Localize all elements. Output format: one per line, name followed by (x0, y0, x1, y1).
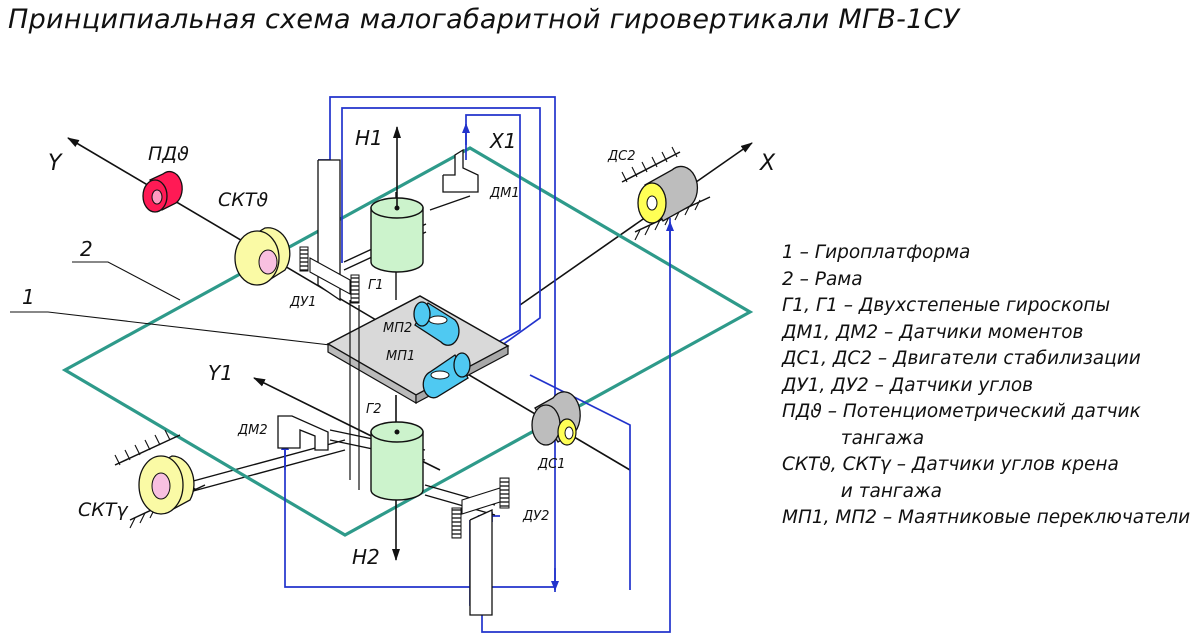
legend-item: ДУ1, ДУ2 – Датчики углов (782, 374, 1034, 396)
label-axis-h2: Н2 (352, 545, 380, 569)
label-callout-1: 1 (22, 285, 35, 309)
resolver-skt-pitch (234, 227, 291, 286)
motor-ds2 (621, 146, 711, 241)
legend-item: тангажа (782, 427, 925, 449)
label-g1: Г1 (368, 278, 384, 293)
sensor-du2 (451, 477, 510, 616)
label-ds2: ДС2 (607, 149, 636, 164)
potentiometer-pd (142, 170, 183, 213)
label-dm1: ДМ1 (489, 186, 520, 201)
torque-sensor-dm2 (277, 415, 329, 451)
gyro-g1 (343, 126, 427, 300)
legend-item: ДМ1, ДМ2 – Датчики моментов (782, 321, 1084, 343)
label-mp1: МП1 (386, 349, 415, 364)
legend-item: Г1, Г1 – Двухстепеные гироскопы (782, 295, 1111, 316)
pendulum-switch-mp1 (422, 352, 471, 399)
legend: 1 – Гироплатформа 2 – Рама Г1, Г1 – Двух… (782, 240, 1190, 532)
diagram-labels: Y X Н1 Х1 Y1 Н2 ПДϑ СКТϑ СКТγ ДС2 ДС1 ДМ… (22, 126, 776, 569)
label-ds1: ДС1 (537, 457, 566, 472)
label-skt-top: СКТϑ (218, 189, 268, 211)
axis-x (519, 142, 753, 306)
legend-item: 1 – Гироплатформа (782, 242, 971, 263)
torque-sensor-dm1 (429, 148, 479, 211)
label-mp2: МП2 (383, 321, 412, 336)
legend-item: СКТϑ, СКТγ – Датчики углов крена (782, 454, 1119, 475)
diagram-title: Принципиальная схема малогабаритной гиро… (8, 4, 960, 35)
resolver-skt-roll (114, 429, 206, 529)
label-du2: ДУ2 (522, 509, 549, 524)
label-g2: Г2 (366, 402, 382, 417)
label-du1: ДУ1 (289, 295, 316, 310)
label-axis-h1: Н1 (355, 126, 383, 150)
label-callout-2: 2 (80, 237, 93, 261)
legend-item: МП1, МП2 – Маятниковые переключатели (782, 507, 1190, 528)
label-axis-y: Y (48, 151, 63, 176)
callout-leaders (10, 261, 331, 346)
legend-item: ДС1, ДС2 – Двигатели стабилизации (782, 348, 1141, 369)
pendulum-switch-mp2 (413, 301, 460, 346)
gyro-g2 (329, 395, 496, 561)
label-axis-y1: Y1 (208, 361, 233, 385)
legend-item: 2 – Рама (782, 268, 863, 290)
label-pd: ПДϑ (148, 143, 189, 165)
motor-ds1 (531, 391, 581, 446)
legend-item: и тангажа (782, 480, 942, 502)
legend-item: ПДϑ – Потенциометрический датчик (782, 401, 1141, 422)
label-skt-bottom: СКТγ (78, 499, 129, 521)
label-axis-x1: Х1 (489, 129, 516, 153)
sensor-du1 (299, 159, 360, 304)
label-axis-x: X (759, 151, 776, 176)
label-dm2: ДМ2 (237, 423, 268, 438)
